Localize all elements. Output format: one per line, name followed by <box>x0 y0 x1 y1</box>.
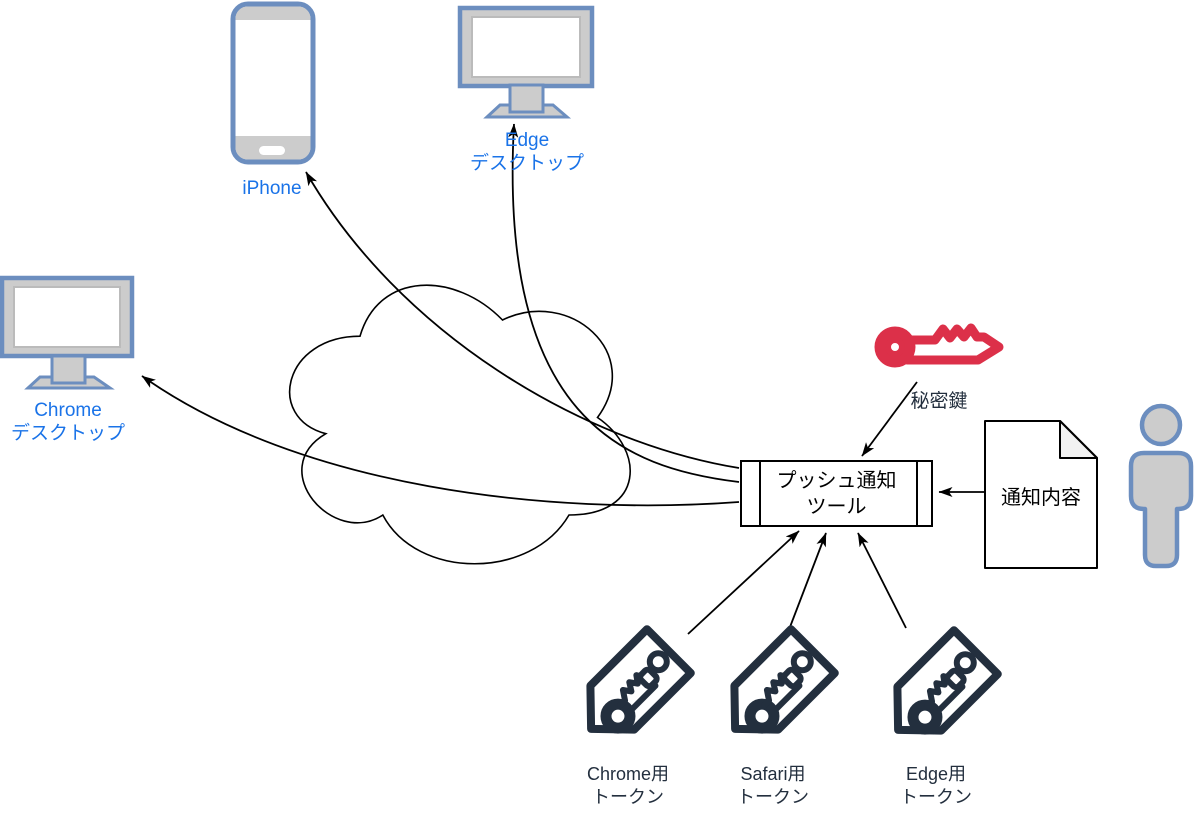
edge-desktop-label: Edge デスクトップ <box>447 129 607 175</box>
chrome-desktop-icon <box>0 275 135 390</box>
edge-token-label-line2: トークン <box>900 787 972 807</box>
safari-token-icon <box>730 625 839 734</box>
arrow-to-chrome-desktop <box>141 375 740 507</box>
chrome-desktop-label-line2: デスクトップ <box>10 423 125 444</box>
chrome-token-label-line1: Chrome用 <box>586 764 670 784</box>
push-tool-label-line1: プッシュ通知 <box>776 469 897 492</box>
page-fold <box>1059 420 1098 459</box>
arrow-to-edge-desktop <box>508 123 740 483</box>
process-bar-left <box>759 462 761 525</box>
iphone-label: iPhone <box>242 178 302 199</box>
arrow-secret-key-to-tool <box>861 381 918 457</box>
arrow-chrome-token-to-tool <box>687 530 800 635</box>
arrow-to-iphone <box>305 171 740 469</box>
chrome-token-icon <box>586 625 695 734</box>
cloud-shape <box>288 284 631 565</box>
edge-token-label-line1: Edge用 <box>905 764 967 784</box>
edge-token-label: Edge用 トークン <box>866 763 1006 809</box>
home-button <box>259 146 285 155</box>
edge-desktop-label-line1: Edge <box>504 130 550 151</box>
process-bar-right <box>916 462 918 525</box>
chrome-token-label: Chrome用 トークン <box>558 763 698 809</box>
arrow-edge-token-to-tool <box>857 532 907 629</box>
chrome-desktop-label-line1: Chrome <box>34 400 102 421</box>
safari-token-label-line1: Safari用 <box>740 764 806 784</box>
notification-document <box>984 420 1098 569</box>
safari-token-label: Safari用 トークン <box>703 763 843 809</box>
edge-desktop-label-line2: デスクトップ <box>469 153 584 174</box>
safari-token-label-line2: トークン <box>737 787 809 807</box>
push-tool-node: プッシュ通知 ツール <box>740 460 933 527</box>
user-icon <box>1128 403 1194 569</box>
secret-key-label: 秘密鍵 <box>910 391 968 412</box>
edge-token-icon <box>893 626 1002 735</box>
edge-desktop-icon <box>457 5 595 119</box>
push-tool-label-line2: ツール <box>806 495 867 518</box>
secret-key-icon <box>874 323 1004 368</box>
arrow-safari-token-to-tool <box>789 532 827 628</box>
chrome-desktop-label: Chrome デスクトップ <box>0 399 138 445</box>
notification-content-label: 通知内容 <box>1001 487 1081 509</box>
iphone-icon <box>230 1 316 165</box>
chrome-token-label-line2: トークン <box>592 787 664 807</box>
